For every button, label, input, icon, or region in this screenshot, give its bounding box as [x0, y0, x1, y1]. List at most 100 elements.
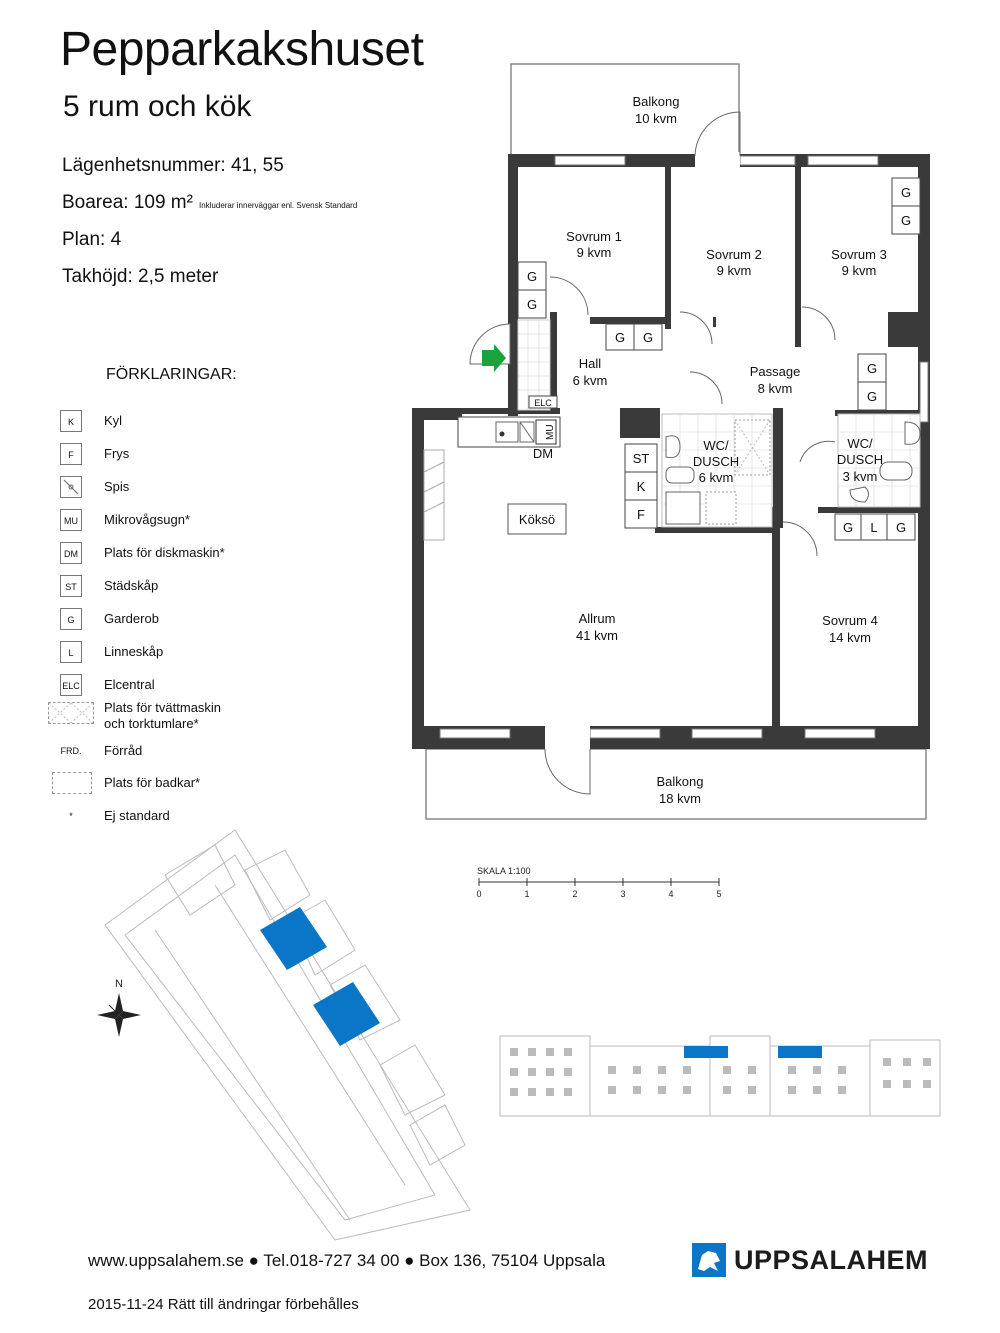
room-name-wc1: WC/: [703, 438, 729, 453]
legend-label: Kyl: [104, 413, 123, 428]
room-area-hall: 6 kvm: [573, 373, 608, 388]
g-label: G: [901, 185, 911, 200]
legend-code: MU: [60, 509, 82, 531]
windows: [439, 155, 929, 739]
balcony-bottom: [425, 748, 927, 820]
g-label: G: [527, 297, 537, 312]
room-name-sovrum4: Sovrum 4: [822, 613, 878, 628]
unit-highlight: [778, 1046, 822, 1058]
page-title: Pepparkakshuset: [60, 23, 424, 76]
legend-item: ST Städskåp: [58, 575, 318, 601]
elc-label: ELC: [534, 398, 552, 408]
legend-code: G: [60, 608, 82, 630]
kitchen-island: [507, 503, 567, 535]
g-label: G: [896, 520, 906, 535]
scale-label: SKALA 1:100: [477, 866, 531, 876]
legend-item: * Ej standard: [58, 805, 318, 831]
legend-label: Frys: [104, 446, 130, 461]
legend-code: L: [60, 641, 82, 663]
legend-item: F Frys: [58, 443, 318, 469]
legend-item: FRD. Förråd: [58, 740, 318, 766]
scale-tick: 2: [572, 889, 577, 899]
g-label: G: [615, 330, 625, 345]
legend-code: ELC: [60, 674, 82, 696]
room-name-sovrum2: Sovrum 2: [706, 247, 762, 262]
legend-item: MU Mikrovågsugn*: [58, 509, 318, 535]
entrance-arrow-icon: [482, 344, 506, 372]
lion-logo-icon: [692, 1243, 726, 1277]
room-name-passage: Passage: [750, 364, 801, 379]
living-area-note: Inkluderar innerväggar enl. Svensk Stand…: [198, 201, 358, 210]
stove-icon: [60, 476, 82, 498]
room-name-balkong-bottom: Balkong: [657, 774, 704, 789]
dm-label: DM: [533, 446, 553, 461]
legend-label: Ej standard: [104, 808, 170, 823]
legend-label: Mikrovågsugn*: [104, 512, 190, 527]
g-label: G: [527, 269, 537, 284]
room-area-sovrum4: 14 kvm: [829, 630, 871, 645]
legend-item: Spis: [58, 476, 318, 502]
footer-contact: www.uppsalahem.se ● Tel.018-727 34 00 ● …: [88, 1251, 606, 1270]
legend-item: L Linneskåp: [58, 641, 318, 667]
legend-label: Städskåp: [104, 578, 159, 593]
room-name-sovrum3: Sovrum 3: [831, 247, 887, 262]
legend-item: ELC Elcentral: [58, 674, 318, 700]
legend-label: Elcentral: [104, 677, 155, 692]
legend-item: G Garderob: [58, 608, 318, 634]
legend-code: *: [60, 805, 82, 827]
unit-highlight: [684, 1046, 728, 1058]
legend-title: FÖRKLARINGAR:: [106, 366, 237, 383]
g-label: G: [867, 361, 877, 376]
mu-label: MU: [545, 424, 556, 440]
f-label: F: [637, 507, 645, 522]
unit-highlight: [313, 982, 380, 1046]
living-area-value: Boarea: 109 m²: [62, 192, 193, 213]
legend-code: K: [60, 410, 82, 432]
room-area-wc2: 3 kvm: [843, 469, 878, 484]
washer-placeholder-icon: [48, 702, 94, 724]
g-label: G: [901, 213, 911, 228]
unit-highlight: [260, 907, 327, 970]
legend-label: Plats för badkar*: [104, 775, 201, 790]
scale-bar: SKALA 1:100 0 1 2 3 4 5: [476, 866, 721, 899]
legend-item: K Kyl: [58, 410, 318, 436]
brand-logo: UPPSALAHEM: [692, 1243, 928, 1279]
brand-name: UPPSALAHEM: [734, 1245, 929, 1275]
room-name-wc2-2: DUSCH: [837, 452, 883, 467]
room-area-balkong-top: 10 kvm: [635, 111, 677, 126]
legend-label: Garderob: [104, 611, 159, 626]
room-area-sovrum3: 9 kvm: [842, 263, 877, 278]
bathtub-placeholder-icon: [52, 772, 92, 794]
room-name-wc2: WC/: [847, 436, 873, 451]
ceiling-height: Takhöjd: 2,5 meter: [62, 266, 219, 287]
g-label: G: [843, 520, 853, 535]
st-label: ST: [633, 451, 650, 466]
legend-code: DM: [60, 542, 82, 564]
room-area-wc1: 6 kvm: [699, 470, 734, 485]
floor-level: Plan: 4: [62, 229, 122, 250]
g-label: G: [643, 330, 653, 345]
scale-tick: 1: [524, 889, 529, 899]
legend-item: Plats för badkar*: [52, 772, 318, 798]
legend-label: Förråd: [104, 743, 143, 758]
scale-tick: 5: [716, 889, 721, 899]
legend-label: Plats för tvättmaskin och torktumlare*: [104, 700, 222, 731]
room-name-kokso: Köksö: [519, 512, 555, 527]
compass-icon: N: [97, 978, 141, 1037]
scale-tick: 3: [620, 889, 625, 899]
room-area-passage: 8 kvm: [758, 381, 793, 396]
page-subtitle: 5 rum och kök: [63, 90, 252, 123]
room-name-balkong-top: Balkong: [633, 94, 680, 109]
living-area: Boarea: 109 m² Inkluderar innerväggar enl…: [62, 192, 357, 214]
building-elevation: [499, 1035, 941, 1117]
k-label: K: [637, 479, 646, 494]
room-area-sovrum2: 9 kvm: [717, 263, 752, 278]
room-name-allrum: Allrum: [579, 611, 616, 626]
footer-date-note: 2015-11-24 Rätt till ändringar förbehåll…: [88, 1296, 359, 1313]
room-area-allrum: 41 kvm: [576, 628, 618, 643]
legend-label: Plats för diskmaskin*: [104, 545, 225, 560]
legend-label: Linneskåp: [104, 644, 164, 659]
legend-label: Spis: [104, 479, 130, 494]
scale-tick: 4: [668, 889, 673, 899]
legend-item: Plats för tvättmaskin och torktumlare*: [48, 700, 318, 738]
